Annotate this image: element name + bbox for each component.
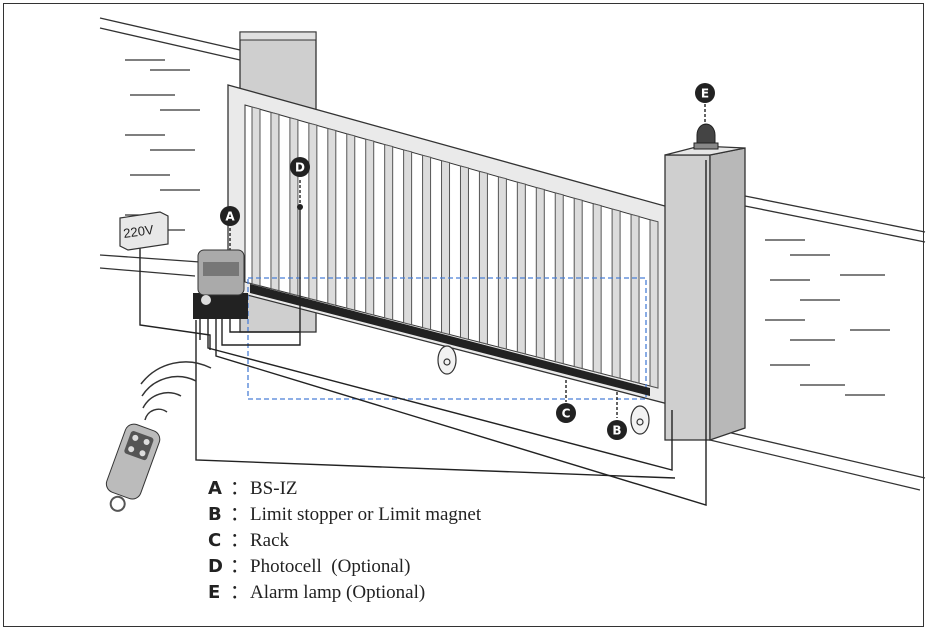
gate-bar [251,106,261,287]
legend-key: A [208,478,222,499]
power-label: 220V [122,222,154,241]
photocell-sensor [297,204,303,210]
gate-bar [535,186,545,360]
legend-sep: ： [230,478,250,499]
gate-bar [649,219,659,389]
gate-bar [422,154,432,331]
marker-e: E [695,83,715,103]
marker-c: C [556,403,576,423]
legend-sep: ： [230,582,250,603]
left-wall [99,17,241,277]
right-wall [709,195,926,491]
legend-sep: ： [230,556,250,577]
legend-key: C [208,530,222,551]
right-pillar [664,145,746,441]
legend-text: BS-IZ [250,478,298,499]
marker-b: B [607,420,627,440]
svg-text:D: D [295,161,305,175]
legend-key: B [208,504,222,525]
svg-text:B: B [612,424,621,438]
gate-bar [554,192,564,365]
svg-text:C: C [562,407,571,421]
gate-bar [308,122,318,302]
gate-bar [365,138,375,316]
gate-bar [346,133,356,311]
remote-control [105,361,212,512]
signal-waves-icon [140,361,212,421]
legend-item-d: D ：Photocell (Optional) [208,554,481,580]
legend-sep: ： [230,530,250,551]
gate-bar [327,127,337,306]
power-box-220v: 220V [119,211,169,251]
gate-bar [573,197,583,370]
gate-bar [289,117,299,297]
motor-bs-iz [193,249,248,319]
legend-key: E [208,582,221,603]
gate-bar [403,149,413,326]
gate-bar [270,111,280,292]
gate-bar [478,170,488,345]
legend-text: Rack [250,530,290,551]
legend-item-e: E ：Alarm lamp (Optional) [208,580,481,606]
wiring [139,104,707,506]
gate-bar [630,213,640,384]
legend-item-a: A ：BS-IZ [208,476,481,502]
gate-bar [497,176,507,350]
legend-sep: ： [230,504,250,525]
gate-bar [441,160,451,336]
svg-text:E: E [701,87,709,101]
legend-key: D [208,556,223,577]
legend-text: Limit stopper or Limit magnet [250,504,482,525]
gate-bar [516,181,526,355]
marker-d: D [290,157,310,177]
gate-bar [611,208,621,379]
rack [250,284,650,396]
svg-text:A: A [225,210,235,224]
image-border [3,3,924,627]
alarm-lamp [693,123,719,150]
wheels [437,345,650,435]
gate-bar [384,143,394,321]
marker-a: A [220,206,240,226]
legend-text: Alarm lamp (Optional) [250,582,426,603]
legend-text: Photocell (Optional) [250,556,411,577]
gate-bar [459,165,469,340]
legend-item-b: B ：Limit stopper or Limit magnet [208,502,481,528]
legend: A：BS-IZ B：Limit stopper or Limit magnet … [208,476,481,606]
dashed-photocell-beam [247,277,647,400]
legend-item-c: C ：Rack [208,528,481,554]
gate-bar [592,202,602,374]
